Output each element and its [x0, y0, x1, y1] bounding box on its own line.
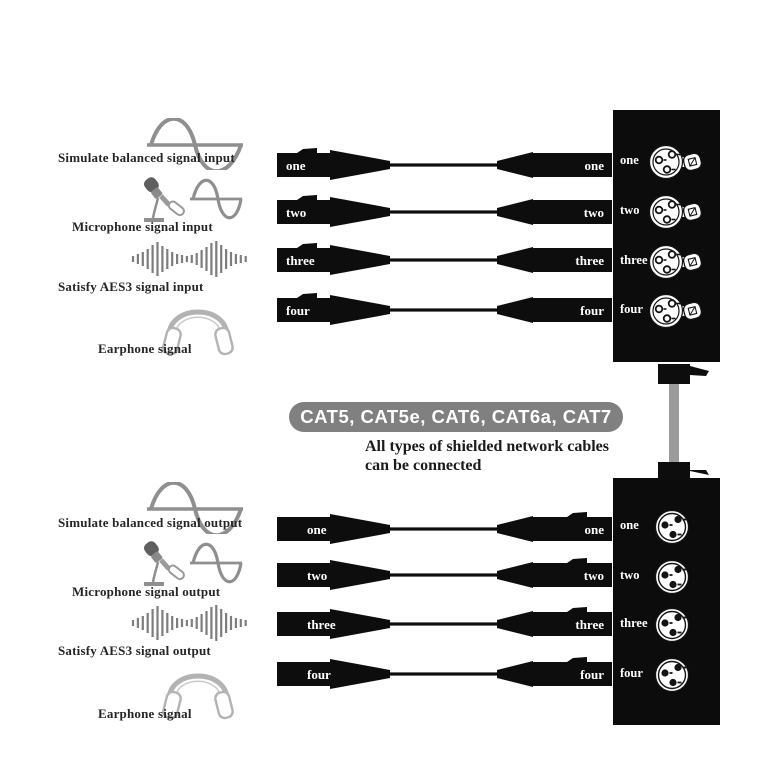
- cable-right-label: two: [584, 568, 604, 583]
- cable-right-label: one: [585, 522, 605, 537]
- microphone-icon: [143, 541, 243, 586]
- cable-row: two two: [277, 558, 612, 590]
- legend-label-earphone-top: Earphone signal: [98, 341, 192, 356]
- sine-wave-icon: [147, 482, 243, 534]
- cable-row: two two: [277, 195, 612, 227]
- cable-row: three three: [277, 607, 612, 639]
- legend-label-earphone-bottom: Earphone signal: [98, 706, 192, 721]
- cable-right-label: four: [580, 667, 604, 682]
- xlr-male-socket-icon: [654, 509, 690, 545]
- legend-label-aes3-output: Satisfy AES3 signal output: [58, 643, 211, 658]
- panel-port-label: two: [620, 568, 640, 582]
- xlr-male-socket-icon: [654, 607, 690, 643]
- xlr-female-socket-icon: [648, 194, 703, 230]
- legend-label-aes3-input: Satisfy AES3 signal input: [58, 279, 204, 294]
- cable-row: four four: [277, 657, 612, 689]
- headphones-icon: [162, 673, 234, 720]
- cable-left-label: three: [286, 253, 315, 268]
- cable-left-label: one: [286, 158, 306, 173]
- note-text: All types of shielded network cables can…: [365, 437, 609, 475]
- cable-types-label: CAT5, CAT5e, CAT6, CAT6a, CAT7: [300, 406, 612, 427]
- note-line-1: All types of shielded network cables: [365, 438, 609, 455]
- panel-port-label: three: [620, 616, 648, 630]
- cable-row: one one: [277, 512, 612, 544]
- xlr-male-socket-icon: [654, 559, 690, 595]
- cable-right-label: two: [584, 205, 604, 220]
- cable-left-label: two: [286, 205, 306, 220]
- cable-row: one one: [277, 148, 612, 180]
- cable-right-label: three: [575, 617, 604, 632]
- cable-left-label: two: [307, 568, 327, 583]
- cable-left-label: four: [307, 667, 331, 682]
- legend-label-microphone-input: Microphone signal input: [72, 219, 213, 234]
- output-panel: one two three four: [613, 478, 720, 725]
- panel-port-label: three: [620, 253, 648, 267]
- cable-types-banner: CAT5, CAT5e, CAT6, CAT6a, CAT7: [289, 402, 623, 432]
- xlr-male-socket-icon: [654, 657, 690, 693]
- cable-right-label: three: [575, 253, 604, 268]
- xlr-female-socket-icon: [648, 293, 703, 329]
- legend-label-balanced-output: Simulate balanced signal output: [58, 515, 243, 530]
- network-link-cable: [658, 364, 709, 482]
- aes3-waveform-icon: [131, 241, 247, 277]
- panel-port-label: four: [620, 666, 643, 680]
- legend-label-microphone-output: Microphone signal output: [72, 584, 221, 599]
- xlr-female-socket-icon: [648, 244, 703, 280]
- headphones-icon: [162, 309, 234, 356]
- panel-port-label: two: [620, 203, 640, 217]
- cable-row: four four: [277, 293, 612, 325]
- sine-wave-icon: [147, 118, 243, 170]
- cable-left-label: one: [307, 522, 327, 537]
- note-line-2: can be connected: [365, 457, 482, 474]
- cable-left-label: three: [307, 617, 336, 632]
- input-panel: one two three four: [613, 110, 720, 362]
- panel-port-label: four: [620, 302, 643, 316]
- microphone-icon: [143, 177, 243, 222]
- aes3-waveform-icon: [131, 605, 247, 641]
- xlr-female-socket-icon: [648, 144, 703, 180]
- cable-right-label: one: [585, 158, 605, 173]
- panel-port-label: one: [620, 153, 639, 167]
- cable-row: three three: [277, 243, 612, 275]
- cable-left-label: four: [286, 303, 310, 318]
- cable-right-label: four: [580, 303, 604, 318]
- panel-port-label: one: [620, 518, 639, 532]
- legend-label-balanced-input: Simulate balanced signal input: [58, 150, 235, 165]
